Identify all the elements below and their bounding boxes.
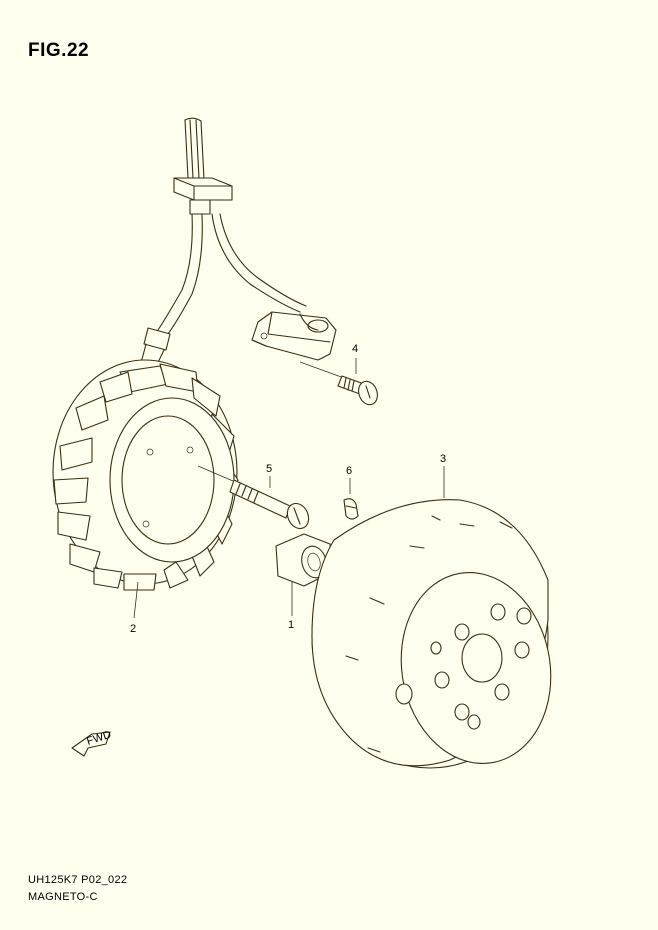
wire-harness [137, 117, 337, 373]
callout-4: 4 [352, 343, 358, 355]
callout-3: 3 [440, 453, 446, 465]
callout-2: 2 [130, 623, 136, 635]
screw-part-4 [299, 361, 378, 406]
nut-part-1 [275, 533, 333, 616]
figure-title: FIG.22 [28, 40, 90, 61]
bolt-part-5 [197, 465, 310, 530]
rotor-part-3 [311, 466, 552, 769]
figure-name: MAGNETO-C [28, 891, 98, 903]
fwd-arrow-icon: FWD [71, 729, 113, 757]
key-part-6 [343, 498, 359, 520]
callout-6: 6 [346, 465, 352, 477]
stator-part-2 [52, 359, 239, 619]
callout-5: 5 [266, 463, 272, 475]
figure-code: UH125K7 P02_022 [28, 874, 128, 886]
callout-1: 1 [288, 619, 294, 631]
